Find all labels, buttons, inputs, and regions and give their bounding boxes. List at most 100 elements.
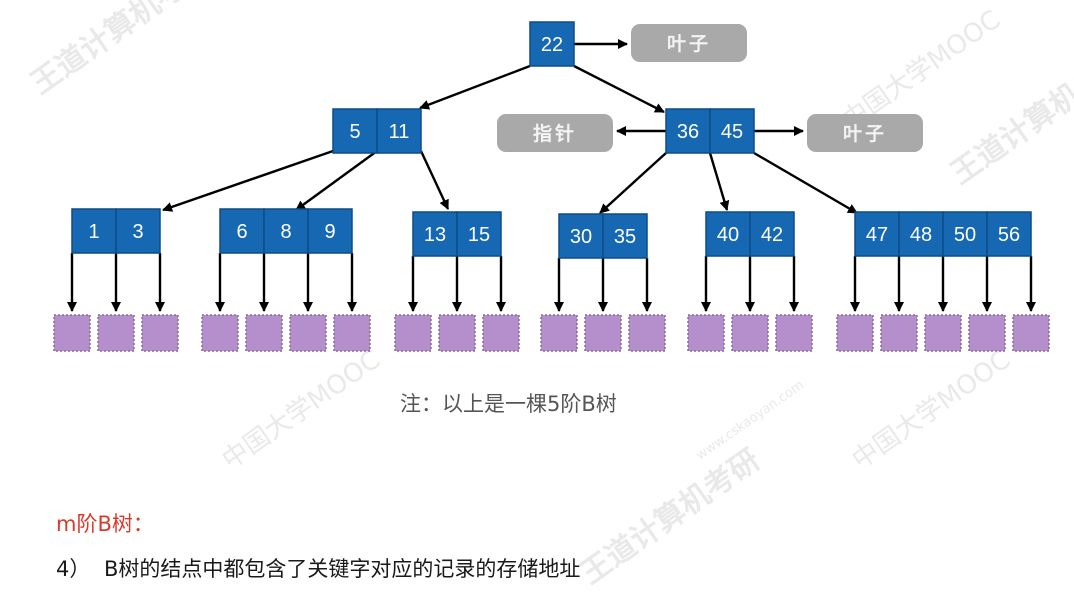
key-label: 47 [866, 224, 888, 246]
watermark-mooc: 中国大学MOOC [217, 345, 386, 476]
failure-leaf [289, 314, 327, 352]
key-label: 42 [761, 224, 783, 246]
failure-leaf [584, 314, 622, 352]
tag-box [807, 114, 923, 152]
key-cell [71, 208, 117, 254]
key-label: 36 [677, 121, 699, 143]
root-right-tag: 叶子 [631, 24, 747, 62]
failure-leaf [924, 314, 962, 352]
key-cell [602, 213, 648, 259]
watermark-brand: 王道计算机考研 [945, 42, 1074, 191]
failure-leaf [394, 314, 432, 352]
failure-leaf [482, 314, 520, 352]
key-cell [456, 211, 502, 257]
pointer-arrow [753, 151, 858, 215]
failure-leaf [1012, 314, 1050, 352]
failure-leaf [731, 314, 769, 352]
watermark-brand: 王道计算机考研 [25, 0, 217, 102]
leaf-level-node: 47 48 50 56 [854, 211, 1032, 257]
internal-node: 36 45 [665, 108, 755, 154]
key-cell [558, 213, 604, 259]
leaf-level-node: 13 15 [412, 211, 502, 257]
key-cell [412, 211, 458, 257]
key-label: 56 [998, 224, 1020, 246]
watermark-layer: 王道计算机考研 王道计算机考研 王道计算机考研 中国大学MOOC 中国大学MOO… [25, 0, 1074, 592]
key-label: 6 [236, 221, 247, 243]
failure-leaf [245, 314, 283, 352]
pointer-arrow [419, 150, 450, 210]
failure-leaf [97, 314, 135, 352]
failure-leaf [775, 314, 813, 352]
section-heading: m阶B树： [56, 512, 154, 536]
key-label: 1 [88, 221, 99, 243]
key-cell [529, 21, 575, 67]
key-label: 15 [468, 224, 490, 246]
key-cell [705, 211, 751, 257]
key-cell [942, 211, 988, 257]
pointer-arrow [573, 64, 665, 114]
failure-leaves [53, 314, 1050, 352]
node-left-tag: 指针 [497, 114, 613, 152]
pointer-arrow [162, 149, 334, 212]
key-cell [854, 211, 900, 257]
diagram-note: 注：以上是一棵5阶B树 [400, 392, 617, 416]
key-label: 30 [570, 226, 592, 248]
key-cell [709, 108, 755, 154]
key-label: 9 [324, 221, 335, 243]
pointer-arrow [295, 150, 378, 211]
leaf-level-node: 30 35 [558, 213, 648, 259]
key-label: 48 [910, 224, 932, 246]
failure-leaf [540, 314, 578, 352]
leaf-level-node: 40 42 [705, 211, 795, 257]
item-text: B树的结点中都包含了关键字对应的记录的存储地址 [104, 557, 581, 581]
key-cell [986, 211, 1032, 257]
failure-leaf [836, 314, 874, 352]
failure-leaf [53, 314, 91, 352]
failure-leaf [880, 314, 918, 352]
failure-leaf [968, 314, 1006, 352]
key-cell [376, 108, 422, 154]
key-label: 8 [280, 221, 291, 243]
key-cell [898, 211, 944, 257]
root-node: 22 [529, 21, 575, 67]
pointer-arrow [708, 152, 730, 211]
key-cell [749, 211, 795, 257]
key-label: 13 [424, 224, 446, 246]
failure-leaf [201, 314, 239, 352]
failure-leaf [438, 314, 476, 352]
key-label: 40 [717, 224, 739, 246]
key-cell [307, 208, 353, 254]
tags: 叶子指针叶子 [497, 24, 923, 152]
key-label: 11 [389, 121, 410, 143]
node-right-tag: 叶子 [807, 114, 923, 152]
internal-node: 5 11 [332, 108, 422, 154]
tag-box [497, 114, 613, 152]
failure-leaf [687, 314, 725, 352]
list-item: 4） B树的结点中都包含了关键字对应的记录的存储地址 [56, 553, 580, 583]
leaf-level-node: 6 8 9 [219, 208, 353, 254]
tag-label: 叶子 [843, 123, 887, 145]
watermark-brand: 王道计算机考研 [575, 442, 767, 591]
tag-box [631, 24, 747, 62]
failure-leaf [141, 314, 179, 352]
tag-label: 叶子 [667, 33, 711, 55]
failure-leaf [628, 314, 666, 352]
key-label: 22 [541, 34, 563, 56]
key-cell [263, 208, 309, 254]
edges [67, 39, 1036, 312]
pointer-arrow [599, 152, 667, 214]
key-label: 50 [954, 224, 976, 246]
item-number: 4） [56, 557, 91, 581]
key-label: 3 [132, 221, 143, 243]
key-label: 5 [349, 121, 360, 143]
key-cell [115, 208, 161, 254]
watermark-mooc: 中国大学MOOC [847, 345, 1016, 476]
failure-leaf [333, 314, 371, 352]
key-cell [219, 208, 265, 254]
key-label: 45 [721, 121, 743, 143]
pointer-arrow [419, 64, 531, 110]
key-label: 35 [614, 226, 636, 248]
